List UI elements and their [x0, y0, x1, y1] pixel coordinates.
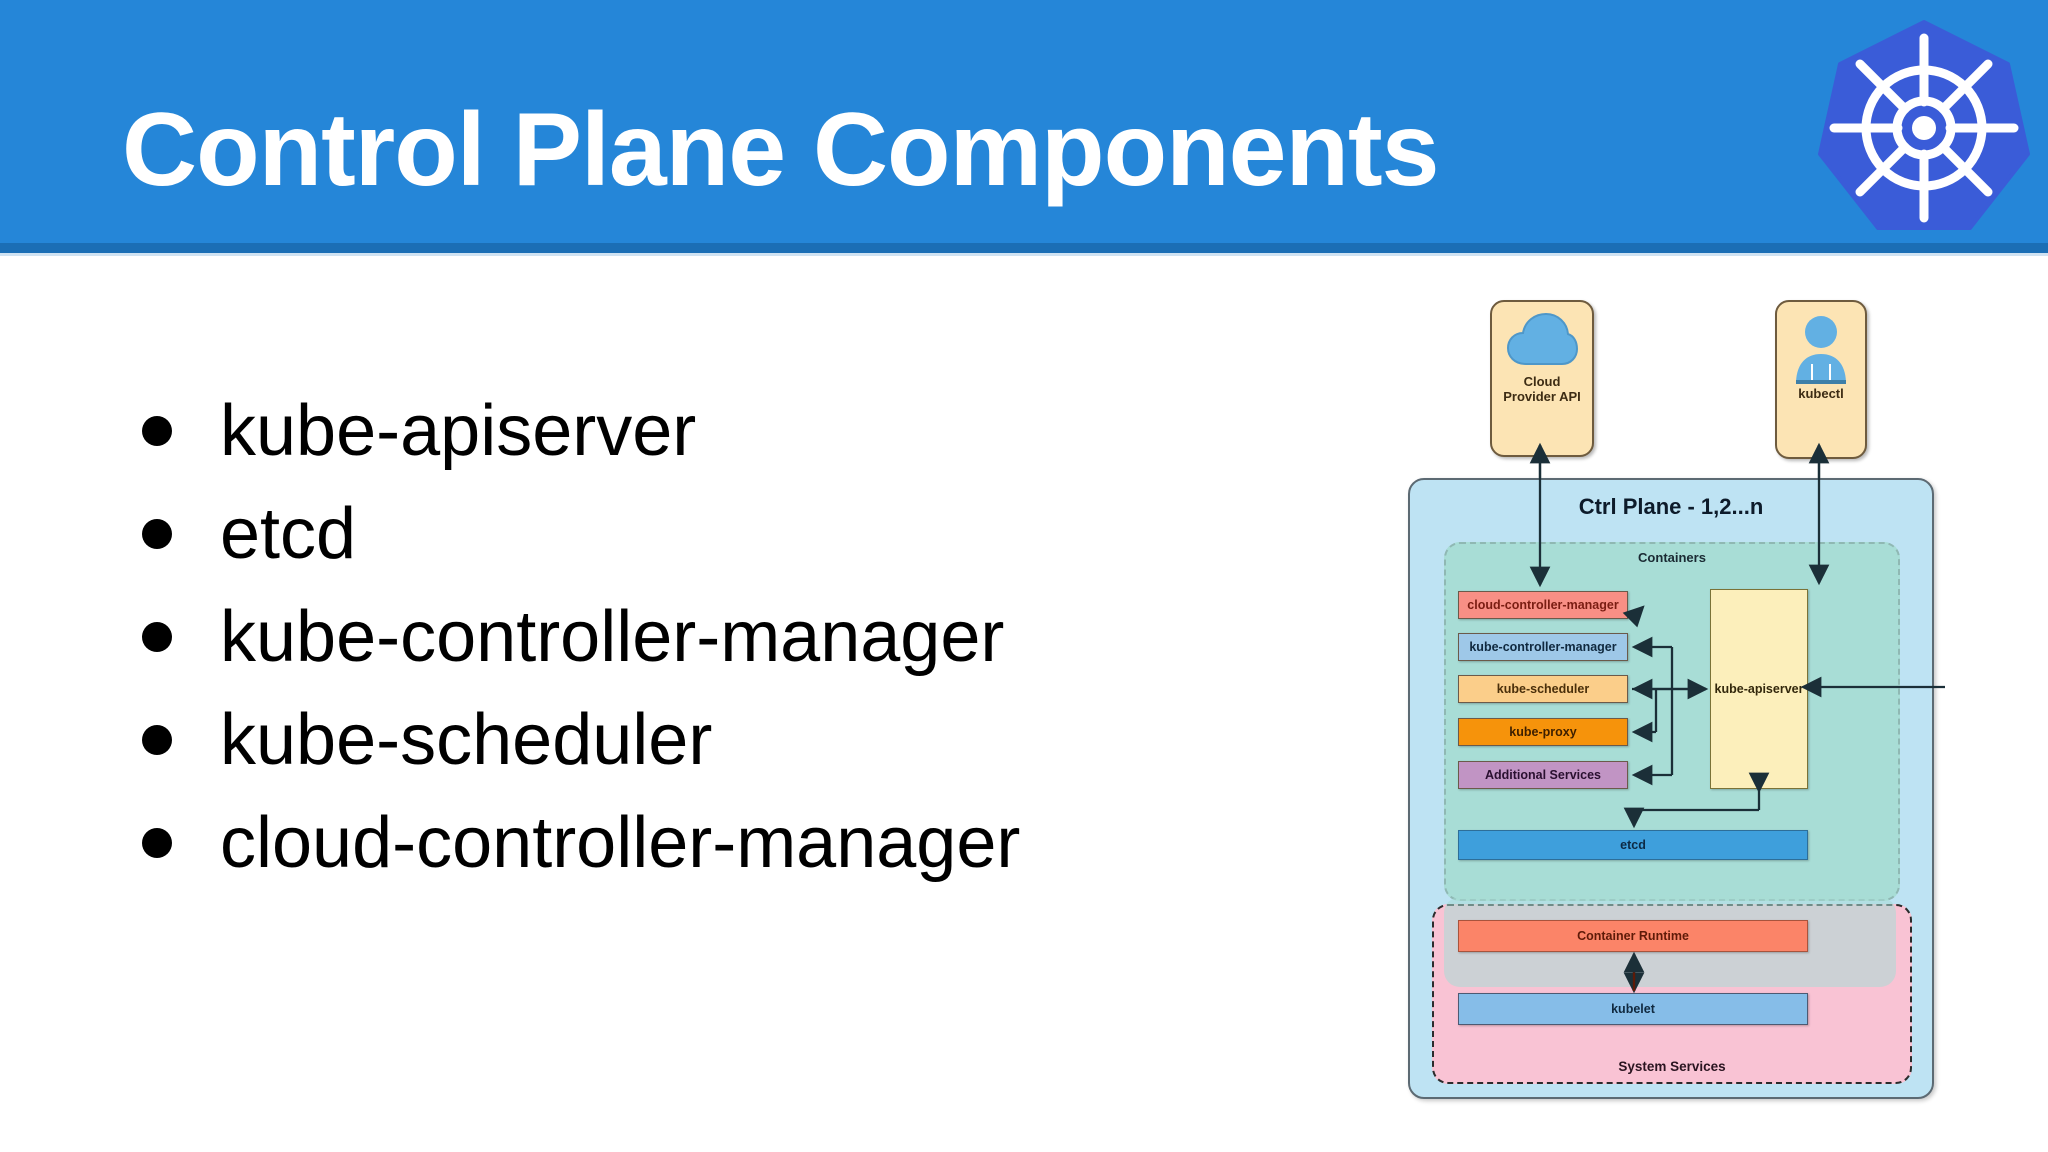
page-title: Control Plane Components [122, 92, 1439, 208]
header-underline-stripe [0, 243, 2048, 253]
component-bullet-list: kube-apiserver etcd kube-controller-mana… [120, 392, 1300, 907]
bullet-dot-icon [142, 828, 172, 858]
diagram-node-cloud-provider-api: Cloud Provider API [1490, 300, 1594, 457]
list-item-label: cloud-controller-manager [220, 803, 1021, 883]
kubernetes-architecture-diagram: Cloud Provider API kubectl Ctrl Plane - … [1400, 285, 2048, 1115]
diagram-internal-arrows [1622, 605, 1770, 994]
diagram-box-additional-services: Additional Services [1458, 761, 1628, 789]
list-item-label: etcd [220, 494, 357, 574]
user-person-icon [1796, 316, 1846, 384]
list-item: kube-apiserver [120, 392, 1300, 470]
diagram-node-label: kubectl [1798, 386, 1844, 401]
diagram-external-arrows [1529, 442, 1945, 698]
list-item: cloud-controller-manager [120, 804, 1300, 882]
diagram-node-kubectl: kubectl [1775, 300, 1867, 459]
bullet-dot-icon [142, 519, 172, 549]
header-hairline [0, 253, 2048, 256]
list-item-label: kube-apiserver [220, 391, 697, 471]
diagram-box-cloud-controller-manager: cloud-controller-manager [1458, 591, 1628, 619]
diagram-box-kube-proxy: kube-proxy [1458, 718, 1628, 746]
list-item-label: kube-controller-manager [220, 597, 1005, 677]
header-band [0, 0, 2048, 243]
diagram-box-kube-controller-manager: kube-controller-manager [1458, 633, 1628, 661]
cloud-icon [1506, 312, 1578, 365]
ctrl-plane-title: Ctrl Plane - 1,2...n [1578, 494, 1764, 519]
list-item-label: kube-scheduler [220, 700, 713, 780]
list-item: kube-controller-manager [120, 598, 1300, 676]
diagram-group-ctrl-plane: Ctrl Plane - 1,2...n Containers cloud-co… [1408, 478, 1934, 1099]
diagram-box-kube-scheduler: kube-scheduler [1458, 675, 1628, 703]
diagram-box-kubelet: kubelet [1458, 993, 1808, 1025]
diagram-box-kube-apiserver: kube-apiserver [1710, 589, 1808, 789]
list-item: etcd [120, 495, 1300, 573]
bullet-dot-icon [142, 622, 172, 652]
diagram-box-etcd: etcd [1458, 830, 1808, 860]
system-services-title: System Services [1618, 1059, 1726, 1074]
diagram-node-label: Cloud Provider API [1503, 374, 1581, 404]
containers-title: Containers [1638, 550, 1706, 565]
kubernetes-logo-icon [1812, 16, 2036, 238]
bullet-dot-icon [142, 725, 172, 755]
bullet-dot-icon [142, 416, 172, 446]
list-item: kube-scheduler [120, 701, 1300, 779]
diagram-box-container-runtime: Container Runtime [1458, 920, 1808, 952]
